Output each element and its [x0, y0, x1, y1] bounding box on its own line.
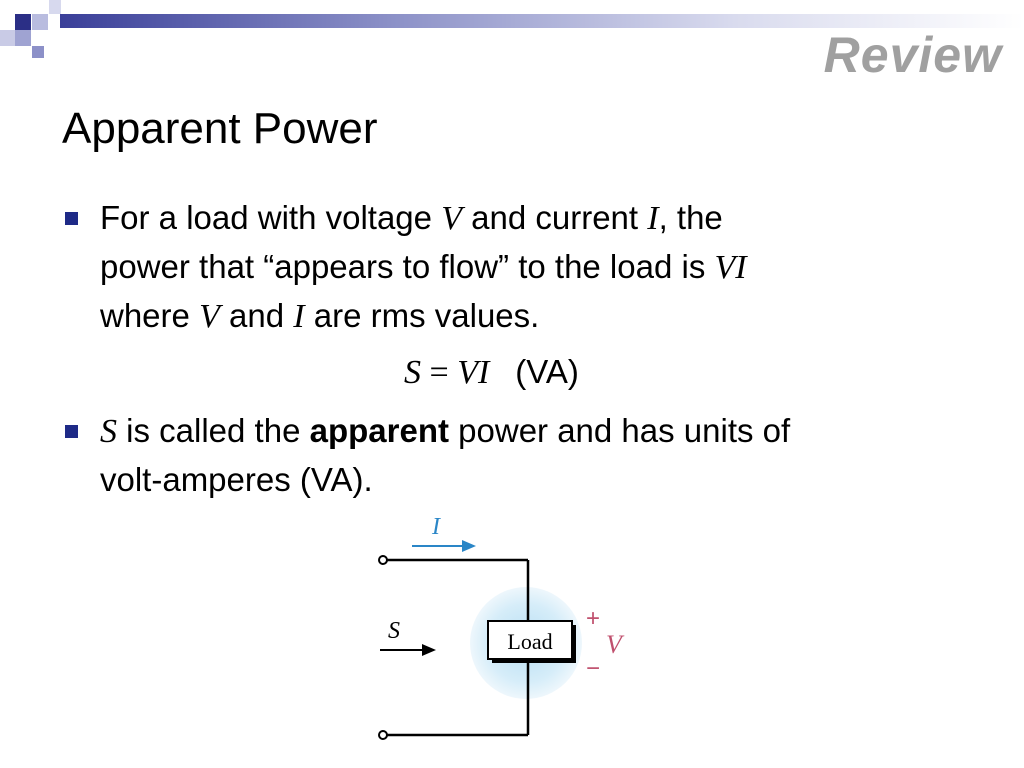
bullet-marker — [65, 212, 78, 225]
load-circuit-diagram: Load I S + V − — [378, 514, 625, 740]
text-run: and — [219, 297, 294, 334]
text-run: power and has units of — [448, 412, 791, 449]
terminal-bottom — [378, 730, 388, 740]
text-run: , the — [658, 199, 723, 236]
text-run: power that “appears to flow” to the load… — [100, 248, 715, 285]
load-box — [487, 620, 573, 660]
math-var-v: V — [199, 298, 220, 335]
math-var-i: I — [647, 200, 659, 237]
slide-title: Apparent Power — [62, 104, 378, 153]
current-label: I — [431, 514, 441, 540]
plus-sign: + — [586, 605, 600, 632]
header-square-mid — [0, 30, 15, 46]
text-run: where — [100, 297, 200, 334]
equation: S = VI (VA) — [404, 348, 579, 397]
header-square-light — [49, 0, 61, 14]
bullet-marker — [65, 425, 78, 438]
load-label: Load — [507, 629, 552, 654]
power-arrowhead — [422, 644, 436, 656]
bullet-text-1: For a load with voltage V and current I,… — [100, 194, 960, 341]
math-var-s: S — [100, 413, 117, 450]
header-square-dark — [15, 14, 31, 30]
current-arrowhead — [462, 540, 476, 552]
text-run: and current — [461, 199, 648, 236]
terminal-top — [378, 555, 388, 565]
text-run: are rms values. — [304, 297, 540, 334]
equals-sign: = — [421, 354, 458, 391]
minus-sign: − — [586, 655, 600, 682]
text-run: For a load with voltage — [100, 199, 442, 236]
header-square-dark — [32, 46, 44, 58]
power-label: S — [388, 618, 400, 644]
bold-term: apparent — [309, 412, 449, 449]
bullet-text-2: S is called the apparent power and has u… — [100, 407, 960, 504]
header-gradient-bar — [60, 14, 1024, 28]
math-var-vi: VI — [714, 249, 747, 286]
voltage-label: V — [606, 630, 625, 659]
text-run: is called the — [117, 412, 310, 449]
review-badge: Review — [823, 27, 1002, 83]
equation-unit: (VA) — [515, 353, 579, 390]
math-var-v: V — [441, 200, 462, 237]
math-var-vi: VI — [457, 354, 490, 391]
header-square-mid — [15, 30, 31, 46]
math-var-i: I — [293, 298, 305, 335]
text-run: volt-amperes (VA). — [100, 461, 373, 498]
header-square-light — [32, 14, 48, 30]
math-var-s: S — [404, 354, 421, 391]
